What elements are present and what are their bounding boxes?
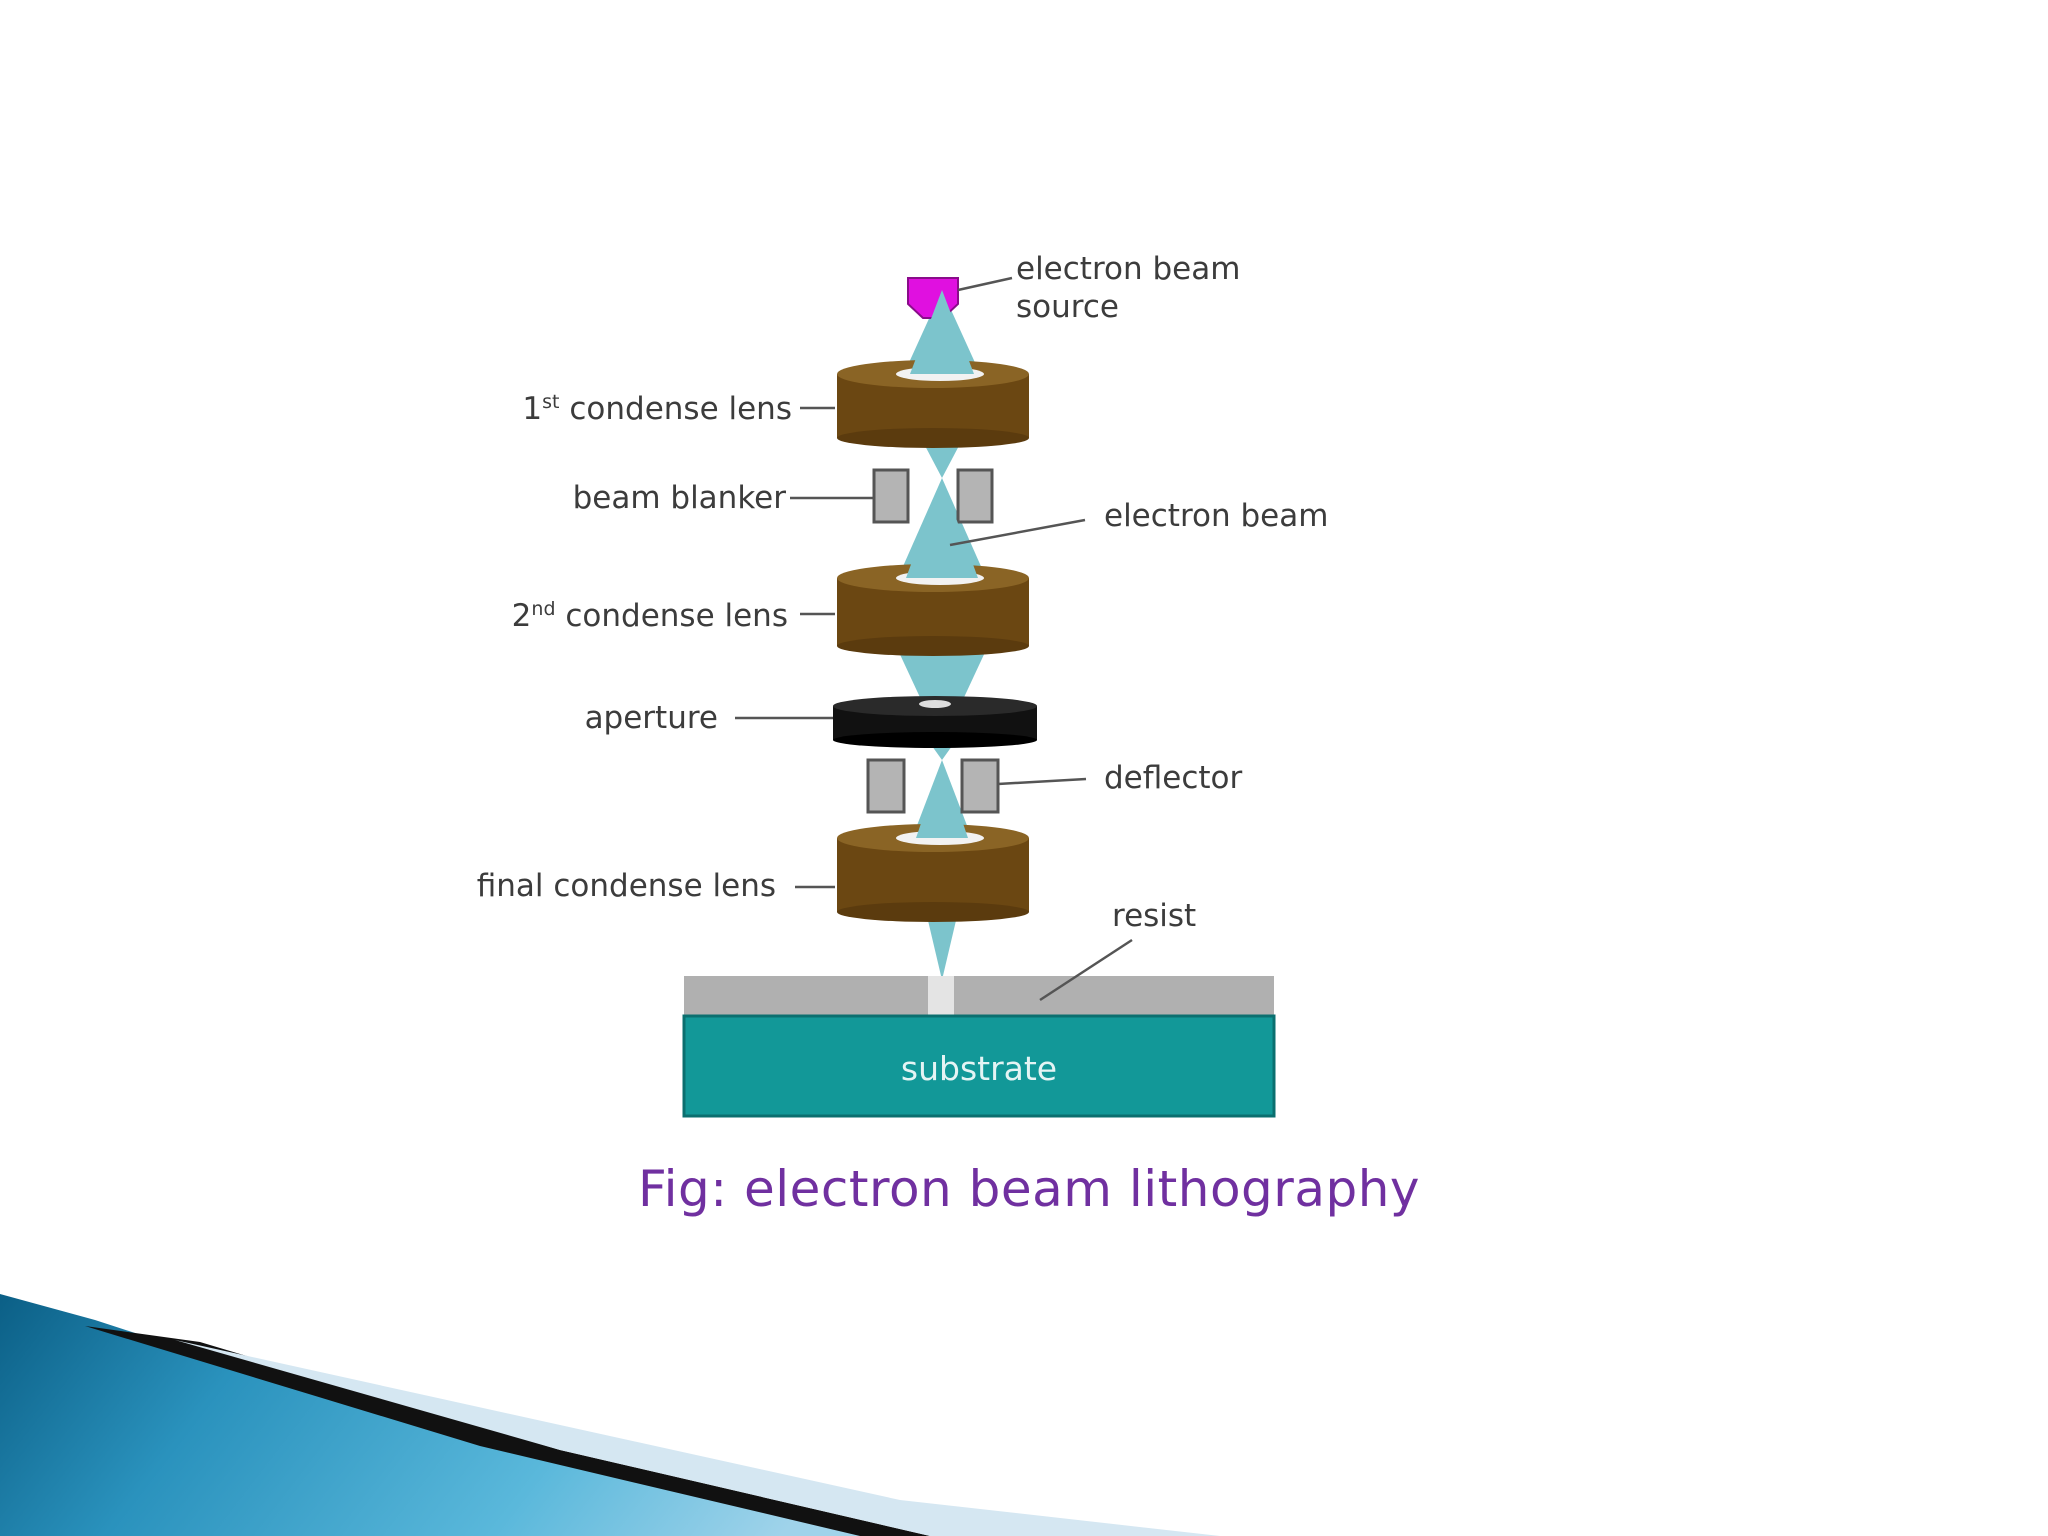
electron-beam-label: electron beam xyxy=(1104,498,1328,534)
deflector xyxy=(866,758,1000,814)
second-condense-lens-label: 2nd condense lens xyxy=(512,598,788,634)
first-condense-lens-label: 1st condense lens xyxy=(522,391,792,427)
source-label-line1: electron beam xyxy=(1016,251,1240,287)
substrate-label: substrate xyxy=(901,1049,1057,1088)
deflector-label: deflector xyxy=(1104,760,1243,796)
first-condense-lens xyxy=(837,290,1029,448)
decorative-swoosh xyxy=(0,1294,1220,1536)
resist-label: resist xyxy=(1112,898,1196,934)
figure-caption: Fig: electron beam lithography xyxy=(638,1160,1420,1218)
source-label-line2: source xyxy=(1016,289,1119,325)
labels: electron beam source 1st condense lens b… xyxy=(477,251,1329,934)
beam-blanker xyxy=(872,468,994,524)
leader-lines xyxy=(735,276,1133,1002)
final-condense-lens xyxy=(837,762,1029,922)
substrate: substrate xyxy=(682,1014,1276,1118)
aperture xyxy=(833,696,1037,748)
second-condense-lens xyxy=(837,480,1029,656)
beam-blanker-label: beam blanker xyxy=(573,480,787,516)
aperture-label: aperture xyxy=(585,700,718,736)
label-clip-mask xyxy=(1362,490,1402,540)
resist-layer xyxy=(684,976,1274,1016)
final-condense-lens-label: final condense lens xyxy=(477,868,776,904)
electron-beam-source xyxy=(907,277,959,319)
